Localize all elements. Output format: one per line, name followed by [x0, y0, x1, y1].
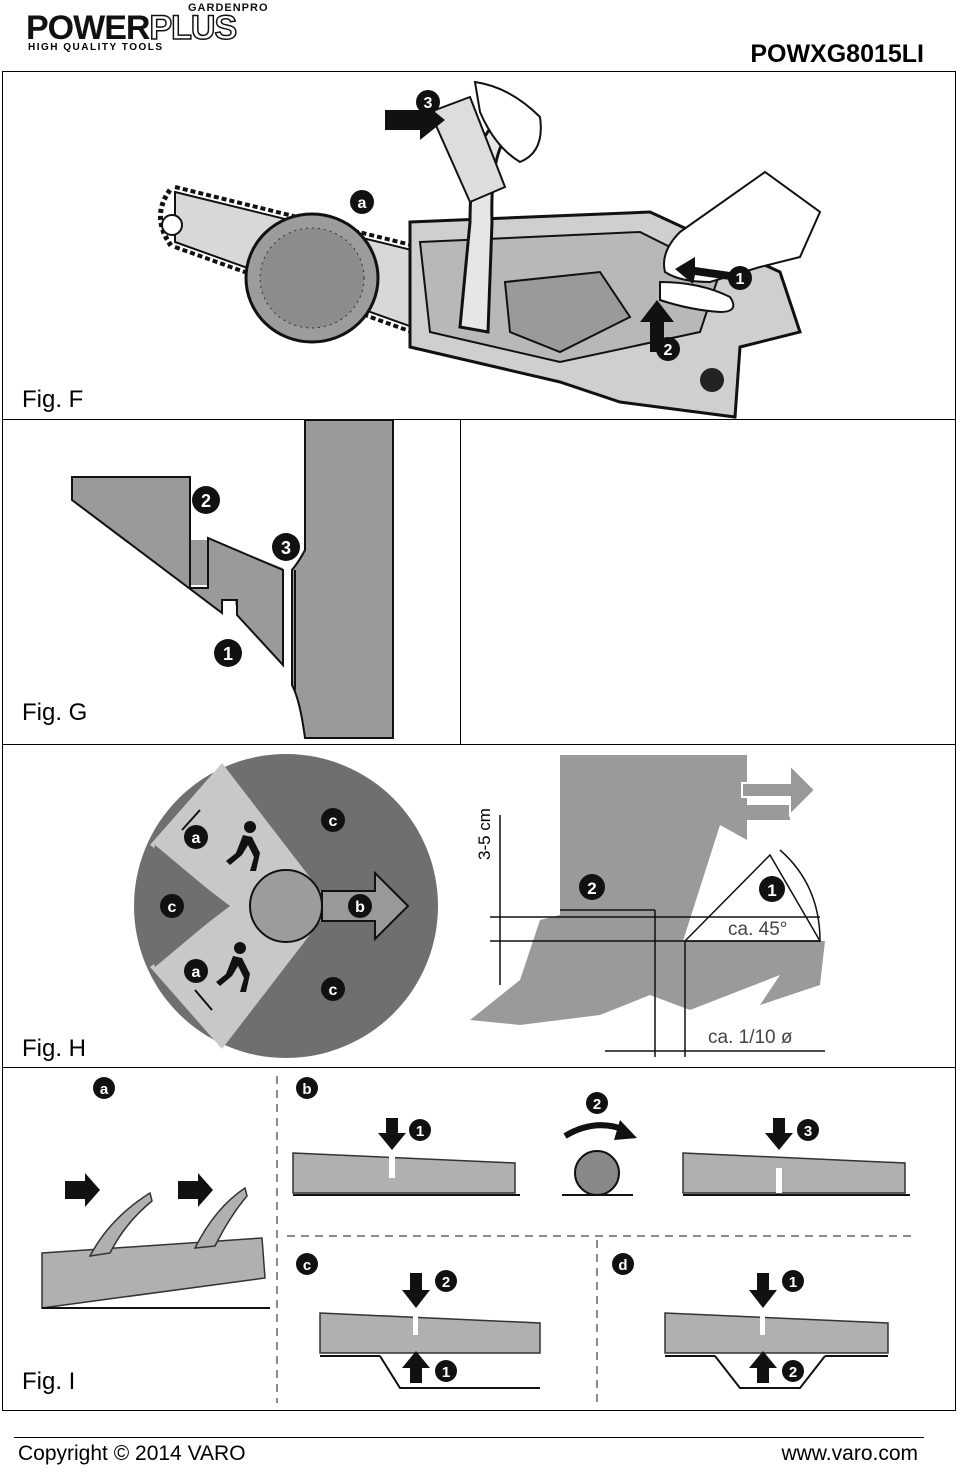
fig-i-d-step-1: 1 [789, 1274, 797, 1291]
brand-plus: PLUS [149, 9, 238, 47]
fig-f-marker-a: a [358, 195, 367, 212]
fig-h-step-2: 2 [587, 879, 596, 898]
fig-i-label: Fig. I [22, 1368, 76, 1395]
fig-g-step-1: 1 [223, 644, 233, 664]
fig-h-zone-a-top: a [192, 830, 201, 847]
fig-i-panel-a: a [100, 1081, 109, 1098]
fig-i-panel-b: b [302, 1081, 311, 1098]
fig-g-illustration: 2 3 1 [71, 419, 394, 739]
fig-i-c-step-1: 1 [442, 1364, 450, 1381]
divider-h-i [2, 1067, 956, 1068]
fig-i-b-step-2: 2 [593, 1096, 601, 1113]
fig-h-angle-label: ca. 45° [728, 919, 787, 940]
fig-f-label: Fig. F [22, 386, 84, 413]
brand-tagline: HIGH QUALITY TOOLS [28, 42, 164, 53]
fig-i-panel-c: c [303, 1257, 311, 1274]
figure-frame [2, 71, 956, 1411]
model-number: POWXG8015LI [750, 40, 924, 68]
divider-g-vertical [460, 419, 461, 744]
fig-h-zone-b: b [355, 899, 365, 916]
footer-rule [14, 1437, 924, 1438]
fig-f-step-1: 1 [736, 271, 745, 288]
brand-logo: POWERPLUS [26, 9, 238, 47]
fig-h-label: Fig. H [22, 1035, 87, 1062]
fig-g-step-2: 2 [201, 491, 211, 511]
fig-i-illustration: a b 1 2 3 c 2 1 d 1 2 [41, 1076, 915, 1403]
fig-h-notch: 3-5 cm ca. 45° ca. 1/10 ø 2 1 [470, 755, 825, 1057]
fig-f-step-3: 3 [424, 95, 433, 112]
fig-h-zone-c-bottom: c [329, 982, 338, 999]
fig-h-zones: c c c b a a [134, 754, 438, 1058]
runner-icon-top [181, 809, 260, 871]
fig-h-depth-label: ca. 1/10 ø [708, 1027, 793, 1048]
fig-i-b-step-3: 3 [804, 1123, 812, 1140]
runner-icon-bottom [194, 942, 250, 1011]
fig-h-zone-c-top: c [329, 813, 338, 830]
fig-h-zone-a-bottom: a [192, 964, 201, 981]
brand-power: POWER [26, 9, 150, 47]
fig-i-c-step-2: 2 [442, 1274, 450, 1291]
fig-h-height-label: 3-5 cm [475, 808, 494, 860]
website-link[interactable]: www.varo.com [781, 1442, 918, 1465]
fig-h-zone-c-left: c [168, 899, 177, 916]
fig-f-illustration: a 1 2 3 [158, 80, 822, 419]
copyright: Copyright © 2014 VARO [18, 1442, 246, 1465]
fig-h-step-1: 1 [767, 881, 776, 900]
divider-f-g [2, 419, 956, 420]
fig-g-step-3: 3 [281, 538, 291, 558]
fig-i-b-step-1: 1 [416, 1123, 424, 1140]
divider-g-h [2, 744, 956, 745]
fig-f-step-2: 2 [664, 342, 673, 359]
fig-i-panel-d: d [618, 1257, 627, 1274]
brand-gardenpro: GARDENPRO [188, 2, 269, 14]
fig-g-label: Fig. G [22, 699, 88, 726]
fig-i-d-step-2: 2 [789, 1364, 797, 1381]
